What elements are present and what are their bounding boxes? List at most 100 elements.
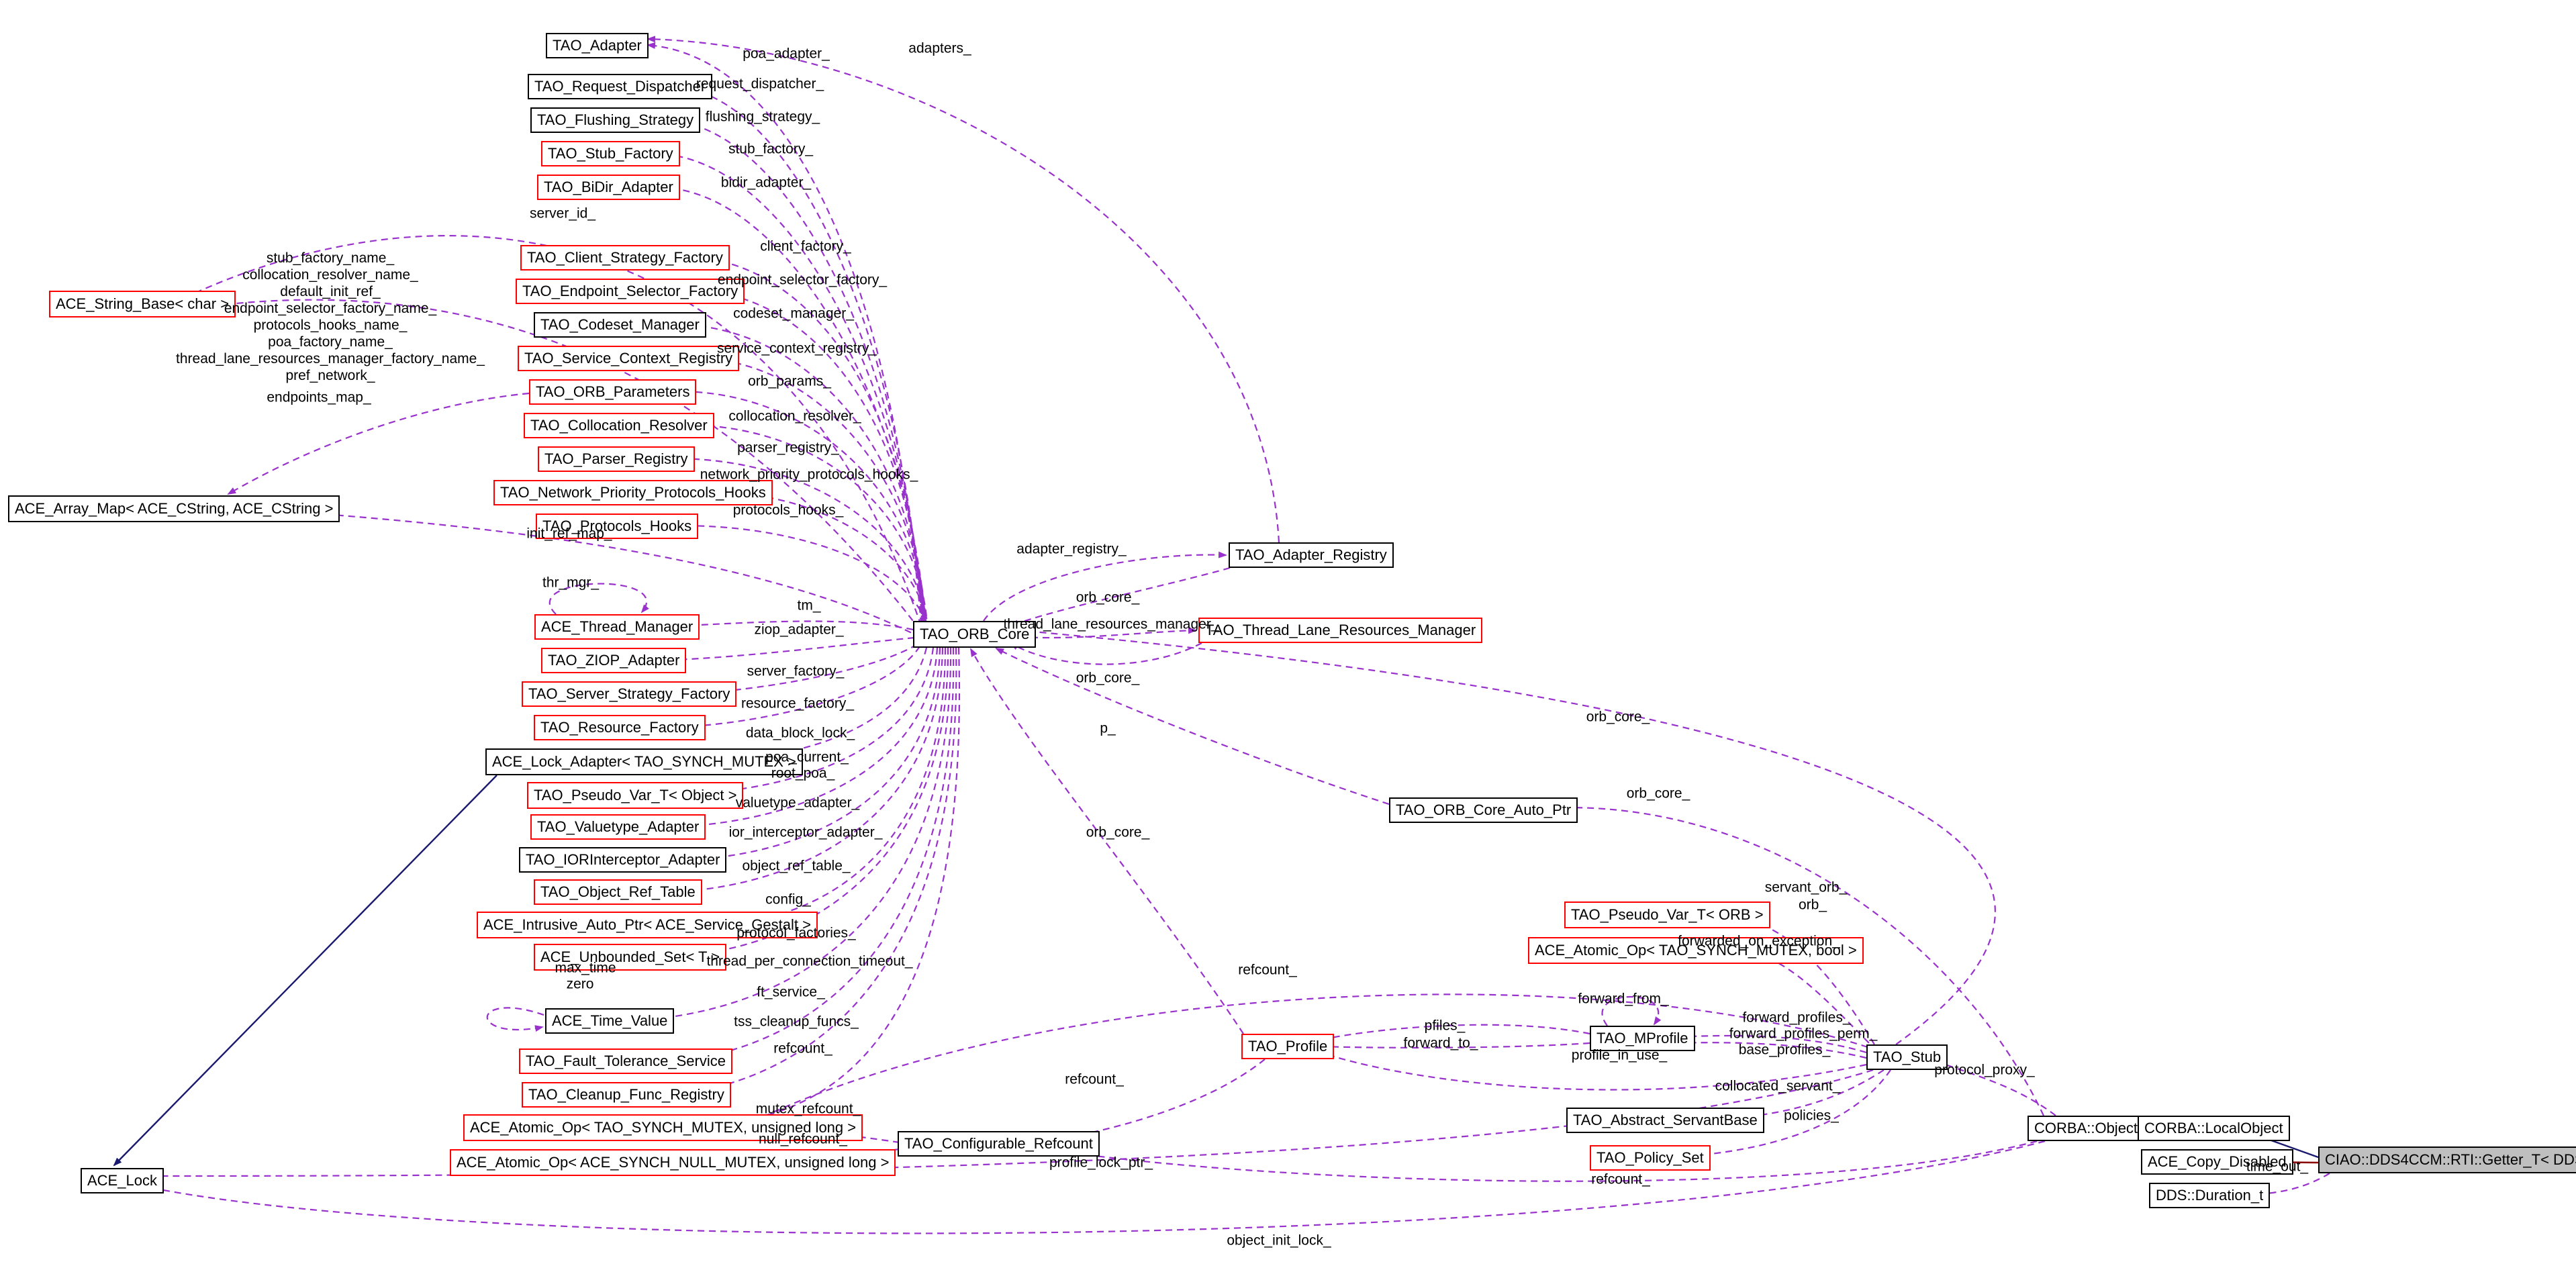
class-node-tao-configurable-refcount[interactable]: TAO_Configurable_Refcount: [898, 1131, 1100, 1157]
edge-parser-registry: [655, 455, 929, 641]
edge-endpoints-map: [227, 392, 530, 495]
class-node-tao-iorinterceptor-adapter[interactable]: TAO_IORInterceptor_Adapter: [519, 847, 727, 873]
class-node-tao-parser-registry[interactable]: TAO_Parser_Registry: [538, 446, 695, 472]
edge-orb-params: [659, 388, 928, 638]
edge-protocols-hooks: [657, 522, 931, 644]
class-node-tao-resource-factory[interactable]: TAO_Resource_Factory: [534, 715, 706, 740]
edge-time-value-loop: [486, 1007, 544, 1032]
class-node-corba-object[interactable]: CORBA::Object: [2028, 1116, 2145, 1141]
edge-orb-core-from-adapter-registry: [1010, 567, 1231, 627]
class-node-tao-fault-tolerance-service[interactable]: TAO_Fault_Tolerance_Service: [519, 1048, 732, 1074]
edge-servant-orb: [1700, 910, 1875, 1045]
class-node-tao-collocation-resolver[interactable]: TAO_Collocation_Resolver: [524, 413, 714, 438]
edge-thr-mgr-loop: [548, 583, 649, 615]
class-node-ace-atomic-op-tao-synch-mutex-unsigned-long[interactable]: ACE_Atomic_Op< TAO_SYNCH_MUTEX, unsigned…: [463, 1114, 863, 1141]
edge-thread-lane-resources-manager: [1008, 627, 1197, 639]
edge-resource-factory: [661, 646, 920, 731]
class-node-tao-client-strategy-factory[interactable]: TAO_Client_Strategy_Factory: [520, 245, 730, 271]
class-node-tao-profile[interactable]: TAO_Profile: [1241, 1034, 1335, 1059]
class-node-ace-atomic-op-tao-synch-mutex-bool[interactable]: ACE_Atomic_Op< TAO_SYNCH_MUTEX, bool >: [1528, 937, 1864, 964]
edge-lockadapter-inherits-acelock: [113, 775, 497, 1167]
edge-bidir-adapter: [655, 183, 928, 633]
class-node-tao-orb-core[interactable]: TAO_ORB_Core: [913, 621, 1037, 648]
class-node-tao-ziop-adapter[interactable]: TAO_ZIOP_Adapter: [541, 648, 687, 673]
class-node-ace-array-map-ace-cstring-ace-cstring[interactable]: ACE_Array_Map< ACE_CString, ACE_CString …: [8, 495, 340, 522]
edge-stub-factory: [652, 150, 926, 632]
edge-protocol-factories: [661, 647, 949, 960]
class-node-tao-stub-factory[interactable]: TAO_Stub_Factory: [541, 141, 680, 166]
edge-server-factory: [673, 644, 918, 697]
edge-data-block-lock: [703, 647, 928, 765]
class-node-tao-pseudo-var-t-orb[interactable]: TAO_Pseudo_Var_T< ORB >: [1564, 901, 1770, 928]
class-node-tao-codeset-manager[interactable]: TAO_Codeset_Manager: [534, 312, 706, 338]
class-node-tao-mprofile[interactable]: TAO_MProfile: [1590, 1026, 1695, 1051]
edge-endpoint-selector-factory: [679, 287, 925, 636]
edge-forward-profiles-b: [1670, 1039, 1867, 1059]
edge-refcount-object: [1045, 1140, 2038, 1182]
edge-forward-from-loop: [1601, 995, 1662, 1026]
edge-network-priority-protocols-hooks: [695, 489, 931, 642]
class-node-dds-duration-t[interactable]: DDS::Duration_t: [2149, 1183, 2271, 1208]
edge-refcount-profile: [1045, 1059, 1266, 1144]
class-node-ciao-dds4ccm-rti-getter-t-dds-type-ccm-type[interactable]: CIAO::DDS4CCM::RTI::Getter_T< DDS_TYPE, …: [2318, 1146, 2576, 1173]
edge-adapter-registry: [983, 551, 1227, 622]
edge-ziop-adapter: [651, 636, 915, 664]
edge-object-init-lock: [145, 1140, 2046, 1234]
class-node-ace-lock[interactable]: ACE_Lock: [81, 1168, 164, 1193]
edge-profile-in-use: [1319, 1051, 1867, 1091]
class-node-tao-valuetype-adapter[interactable]: TAO_Valuetype_Adapter: [530, 814, 706, 840]
edge-adapters: [647, 36, 1280, 543]
edge-orb-core-from-profile: [970, 648, 1244, 1034]
class-node-tao-endpoint-selector-factory[interactable]: TAO_Endpoint_Selector_Factory: [516, 279, 745, 304]
class-node-ace-lock-adapter-tao-synch-mutex[interactable]: ACE_Lock_Adapter< TAO_SYNCH_MUTEX >: [485, 748, 803, 775]
edge-thread-per-connection-timeout: [647, 647, 952, 1022]
edge-forward-profiles-a: [1670, 1033, 1867, 1054]
edge-p: [995, 648, 1390, 805]
class-node-ace-string-base-char[interactable]: ACE_String_Base< char >: [49, 291, 236, 318]
class-node-tao-request-dispatcher[interactable]: TAO_Request_Dispatcher: [528, 74, 713, 99]
class-node-tao-flushing-strategy[interactable]: TAO_Flushing_Strategy: [530, 107, 701, 133]
edge-refcount-stub: [732, 993, 1868, 1132]
class-node-ace-intrusive-auto-ptr-ace-service-gestalt[interactable]: ACE_Intrusive_Auto_Ptr< ACE_Service_Gest…: [477, 912, 818, 938]
class-node-tao-service-context-registry[interactable]: TAO_Service_Context_Registry: [518, 346, 740, 371]
edge-flushing-strategy: [661, 116, 925, 629]
class-node-tao-protocols-hooks[interactable]: TAO_Protocols_Hooks: [536, 514, 699, 539]
class-node-ace-time-value[interactable]: ACE_Time_Value: [545, 1008, 675, 1034]
edge-orb-core-from-tlrm: [1010, 642, 1202, 665]
edge-tss-cleanup-funcs: [673, 647, 957, 1097]
edge-protocol-proxy: [1936, 1061, 2056, 1116]
edge-valuetype-adapter: [663, 647, 939, 830]
class-node-tao-abstract-servantbase[interactable]: TAO_Abstract_ServantBase: [1566, 1108, 1764, 1133]
class-node-tao-orb-parameters[interactable]: TAO_ORB_Parameters: [529, 379, 697, 405]
class-node-tao-policy-set[interactable]: TAO_Policy_Set: [1590, 1145, 1711, 1171]
edge-tm: [654, 620, 914, 631]
class-node-tao-bidir-adapter[interactable]: TAO_BiDir_Adapter: [537, 175, 680, 200]
class-node-tao-orb-core-auto-ptr[interactable]: TAO_ORB_Core_Auto_Ptr: [1389, 797, 1578, 823]
edge-refcount-orbcore: [732, 647, 961, 1125]
edge-forward-to: [1319, 1042, 1590, 1051]
class-node-tao-pseudo-var-t-object[interactable]: TAO_Pseudo_Var_T< Object >: [527, 782, 744, 809]
class-node-corba-localobject[interactable]: CORBA::LocalObject: [2138, 1116, 2290, 1141]
class-node-tao-network-priority-protocols-hooks[interactable]: TAO_Network_Priority_Protocols_Hooks: [493, 480, 773, 505]
class-node-tao-adapter-registry[interactable]: TAO_Adapter_Registry: [1229, 542, 1394, 568]
edge-pfiles: [1319, 1024, 1590, 1042]
edge-collocation-resolver: [667, 422, 929, 640]
class-node-ace-atomic-op-ace-synch-null-mutex-unsigned-long[interactable]: ACE_Atomic_Op< ACE_SYNCH_NULL_MUTEX, uns…: [450, 1149, 896, 1176]
class-node-tao-object-ref-table[interactable]: TAO_Object_Ref_Table: [534, 879, 702, 905]
class-node-tao-server-strategy-factory[interactable]: TAO_Server_Strategy_Factory: [522, 681, 737, 707]
edge-service-context-registry: [677, 354, 928, 638]
edge-config: [713, 647, 947, 928]
class-node-ace-unbounded-set-t[interactable]: ACE_Unbounded_Set< T >: [534, 944, 727, 971]
class-node-tao-cleanup-func-registry[interactable]: TAO_Cleanup_Func_Registry: [522, 1082, 731, 1108]
class-node-tao-thread-lane-resources-manager[interactable]: TAO_Thread_Lane_Resources_Manager: [1198, 618, 1483, 643]
class-node-tao-adapter[interactable]: TAO_Adapter: [546, 33, 649, 58]
edge-request-dispatcher: [667, 83, 924, 626]
edge-object-ref-table: [661, 647, 944, 895]
edge-ior-interceptor-adapter: [676, 647, 941, 863]
class-node-ace-thread-manager[interactable]: ACE_Thread_Manager: [534, 614, 700, 640]
edge-orb-core-from-stub: [1010, 627, 1996, 1045]
class-node-tao-stub[interactable]: TAO_Stub: [1866, 1044, 1948, 1070]
edge-poa-adapter: [647, 42, 922, 625]
class-node-ace-copy-disabled[interactable]: ACE_Copy_Disabled: [2141, 1149, 2293, 1175]
